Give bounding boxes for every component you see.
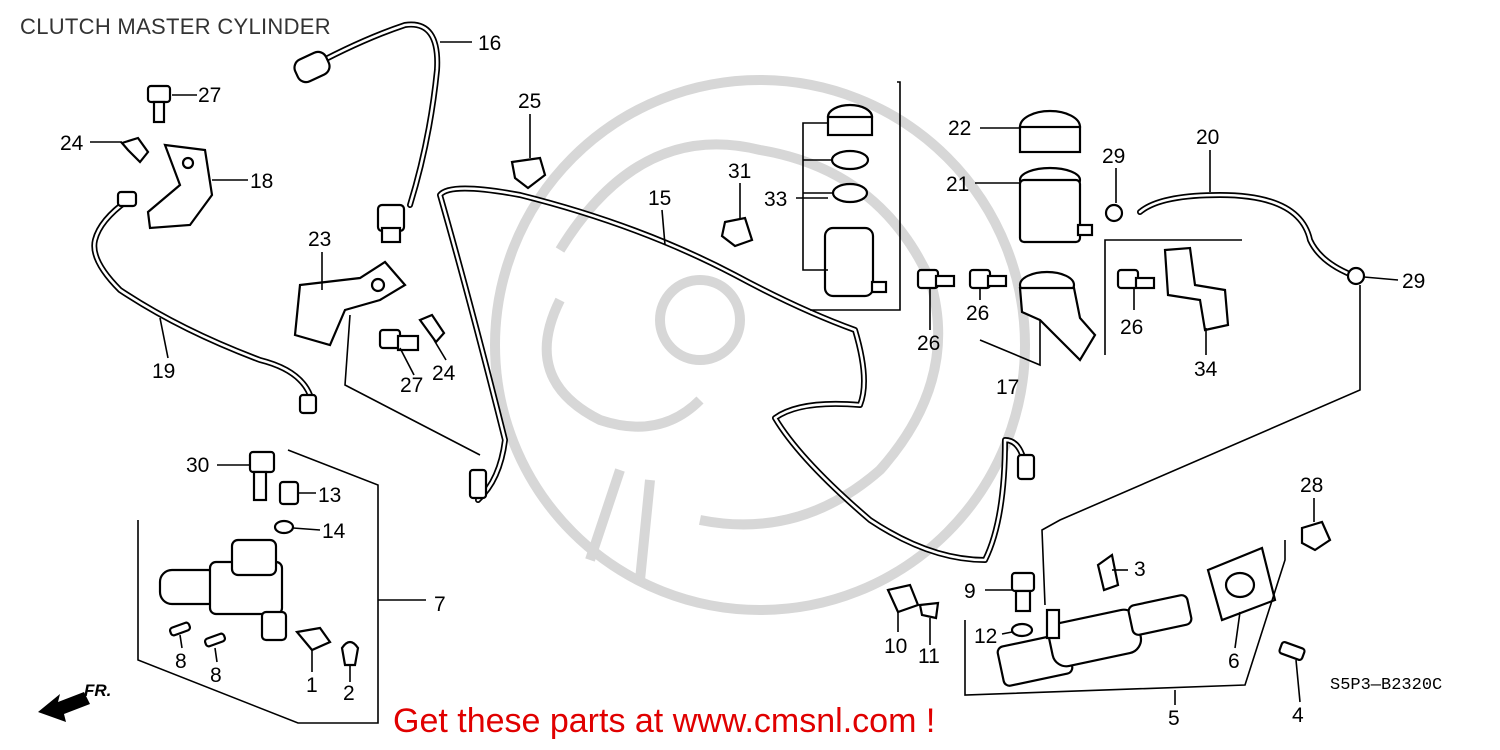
callout-5: 5 <box>1168 707 1180 730</box>
part-2-cap <box>340 640 360 667</box>
part-10-clip <box>886 583 920 614</box>
callout-17: 17 <box>996 376 1019 399</box>
callout-26: 26 <box>1120 316 1143 339</box>
part-20-hose <box>1137 192 1355 278</box>
callout-33: 33 <box>764 188 787 211</box>
callout-3: 3 <box>1134 558 1146 581</box>
callout-6: 6 <box>1228 650 1240 673</box>
part-12-washer <box>1010 622 1034 638</box>
callout-8: 8 <box>175 650 187 673</box>
callout-10: 10 <box>884 635 907 658</box>
callout-21: 21 <box>946 173 969 196</box>
part-26-bolt <box>916 268 1156 290</box>
front-direction-arrow <box>38 692 90 722</box>
part-29-clamp <box>1104 203 1366 286</box>
callout-19: 19 <box>152 360 175 383</box>
callout-11: 11 <box>918 645 940 668</box>
callout-24: 24 <box>432 362 456 385</box>
callout-18: 18 <box>250 170 273 193</box>
callout-23: 23 <box>308 228 331 251</box>
callout-14: 14 <box>322 520 346 543</box>
part-21-reservoir <box>1018 166 1094 244</box>
callout-1: 1 <box>306 674 318 697</box>
part-34-bracket <box>1163 246 1230 332</box>
part-31-clip <box>720 216 754 248</box>
promo-link-text[interactable]: Get these parts at www.cmsnl.com ! <box>393 702 936 740</box>
callout-30: 30 <box>186 454 209 477</box>
part-28-nut <box>1300 520 1332 552</box>
part-25-clip <box>510 156 547 190</box>
part-19-pipe <box>91 190 318 415</box>
callout-31: 31 <box>728 160 751 183</box>
watermark-logo <box>490 75 1030 615</box>
callout-22: 22 <box>948 117 971 140</box>
leader-lines <box>90 41 1399 724</box>
callout-4: 4 <box>1292 704 1304 727</box>
diagram-code: S5P3—B2320C <box>1330 676 1443 695</box>
part-7-slave-cylinder <box>158 538 288 642</box>
part-11-clip <box>918 601 940 620</box>
callout-2: 2 <box>343 682 355 705</box>
callout-15: 15 <box>648 187 671 210</box>
callout-12: 12 <box>974 625 997 648</box>
part-24-clip <box>120 136 446 344</box>
callout-8: 8 <box>210 664 222 687</box>
part-4-bolt <box>1278 641 1306 661</box>
direction-label: FR. <box>84 681 112 700</box>
callout-25: 25 <box>518 90 541 113</box>
part-30-bolt <box>248 450 276 502</box>
diagram-title: CLUTCH MASTER CYLINDER <box>20 14 331 39</box>
part-22-cap <box>1018 109 1082 154</box>
callout-7: 7 <box>434 593 446 616</box>
part-3-clip <box>1096 553 1120 592</box>
part-5-master-cylinder <box>996 594 1193 687</box>
part-1-fitting <box>294 626 332 652</box>
callout-34: 34 <box>1194 358 1218 381</box>
callout-16: 16 <box>478 32 501 55</box>
part-33-reservoir-set <box>823 103 888 298</box>
callout-26: 26 <box>966 302 989 325</box>
part-17-bracket <box>1018 270 1097 362</box>
part-8-pin <box>168 621 227 648</box>
callout-27: 27 <box>400 374 423 397</box>
callout-28: 28 <box>1300 474 1323 497</box>
callout-24: 24 <box>60 132 84 155</box>
callout-26: 26 <box>917 332 940 355</box>
part-14-washer <box>273 519 295 535</box>
callout-29: 29 <box>1102 145 1125 168</box>
part-13-bleeder <box>278 480 300 506</box>
callout-27: 27 <box>198 84 221 107</box>
part-16-hose <box>293 21 441 244</box>
callout-labels: 16 27 24 18 25 23 19 27 24 15 31 33 22 2… <box>60 32 1425 730</box>
part-6-gasket <box>1206 546 1277 622</box>
callout-13: 13 <box>318 484 341 507</box>
part-27-bolt <box>146 84 420 352</box>
callout-20: 20 <box>1196 126 1219 149</box>
part-18-bracket <box>146 143 214 230</box>
callout-29: 29 <box>1402 270 1425 293</box>
part-9-bolt <box>1010 571 1036 613</box>
callout-9: 9 <box>964 580 976 603</box>
part-15-pipe <box>437 185 1036 563</box>
